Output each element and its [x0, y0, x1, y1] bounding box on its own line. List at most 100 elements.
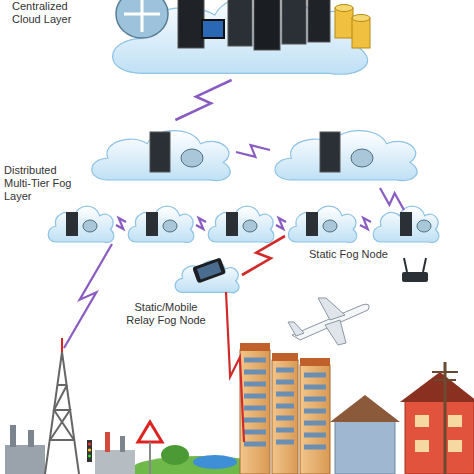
cloud-outline: [175, 261, 239, 293]
windows: [244, 360, 326, 447]
fog-layer-band: Distributed Multi-Tier Fog LayerStatic F…: [0, 120, 474, 250]
wireless-bolt: [276, 218, 286, 229]
ground-scene: [5, 422, 270, 474]
fog-node: Static Fog Node: [285, 200, 360, 245]
server-rack: [282, 0, 306, 44]
wireless-bolt: [226, 292, 244, 442]
chimney: [120, 436, 125, 452]
office-tower: [240, 350, 270, 474]
fog-server: [306, 212, 318, 236]
router-icon: [351, 149, 373, 167]
roof: [330, 395, 400, 422]
database-cylinder: [335, 8, 353, 38]
fog-cloud: [48, 131, 439, 243]
chimney: [10, 425, 16, 447]
fog-server: [226, 212, 238, 236]
utility-pole: [444, 362, 447, 474]
server-rack: [308, 0, 330, 42]
router-icon: [83, 220, 97, 232]
windows: [415, 415, 462, 452]
pond: [193, 455, 237, 469]
chimney: [28, 430, 34, 447]
utility-pole: [434, 379, 456, 381]
roof: [300, 358, 330, 366]
wireless-bolt: [64, 244, 112, 348]
database-cylinder: [352, 18, 370, 48]
router-icon: [163, 220, 177, 232]
wifi-router: [404, 258, 426, 272]
layer-label: Static/Mobile Relay Fog Node: [120, 301, 212, 327]
fog-cloud: [48, 206, 114, 242]
database-cylinder: [335, 5, 353, 12]
wireless-link: [242, 236, 285, 275]
cloud-outline: [285, 200, 360, 245]
utility-pole: [432, 371, 458, 373]
radio-tower: [45, 352, 79, 474]
fog-cloud: [275, 131, 417, 181]
traffic-light: [88, 442, 91, 445]
smartphone-icon: [192, 257, 226, 283]
roof: [240, 343, 270, 351]
radio-tower: [50, 385, 74, 440]
airplane: [288, 298, 369, 345]
roof: [400, 372, 474, 402]
wireless-link: [175, 80, 231, 120]
wireless-links: [64, 145, 404, 442]
layer-label: Centralized Cloud Layer: [12, 0, 98, 26]
fog-server: [146, 212, 158, 236]
fog-server: [150, 132, 170, 172]
database-cylinder: [352, 15, 370, 22]
chimney: [105, 432, 110, 452]
tower-antenna: [61, 338, 63, 352]
smartphone-screen: [197, 262, 221, 280]
fog-cloud: [208, 206, 274, 242]
airplane-tail: [288, 322, 304, 336]
cloud-outline: [172, 255, 242, 295]
house: [405, 400, 474, 474]
router-icon: [243, 220, 257, 232]
office-tower: [300, 365, 330, 474]
warning-sign: [138, 422, 162, 442]
roof: [272, 353, 298, 361]
cloud-outline: [100, 0, 380, 80]
radio-tower: [45, 338, 79, 474]
airplane-wing: [325, 320, 346, 345]
wireless-bolt: [236, 145, 270, 157]
cloud-outline: [113, 0, 368, 74]
layer-label: Distributed Multi-Tier Fog Layer: [4, 164, 82, 203]
factory: [5, 445, 45, 474]
traffic-light: [88, 448, 91, 451]
airplane-wing: [318, 298, 345, 320]
server-rack: [254, 0, 280, 50]
wireless-bolt: [116, 218, 126, 229]
fog-server: [320, 132, 340, 172]
cloud-layer: Centralized Cloud Layer: [100, 0, 380, 80]
low-building: [335, 420, 395, 474]
wireless-bolt: [196, 218, 206, 229]
fog-cloud: [92, 131, 230, 181]
traffic-light: [87, 440, 92, 462]
factory: [95, 450, 135, 474]
cloud-storage-icon: [124, 0, 160, 32]
server-rack: [228, 0, 252, 46]
city-buildings: [240, 343, 474, 474]
tree: [161, 445, 189, 465]
fog-server: [66, 212, 78, 236]
sign-post: [149, 442, 151, 474]
device-icons: [66, 0, 431, 284]
cloud-outline: [288, 206, 356, 242]
server-rack: [178, 0, 204, 48]
router-icon: [323, 220, 337, 232]
relay-fog-node: Static/Mobile Relay Fog Node: [172, 255, 242, 295]
router-icon: [417, 220, 431, 232]
fog-cloud: [128, 206, 194, 242]
wireless-bolt: [380, 188, 404, 210]
wifi-router: [402, 272, 428, 282]
cloud-storage-icon: [116, 0, 168, 38]
traffic-light: [88, 454, 91, 457]
wireless-bolt: [360, 218, 371, 229]
layer-label: Static Fog Node: [309, 248, 409, 261]
